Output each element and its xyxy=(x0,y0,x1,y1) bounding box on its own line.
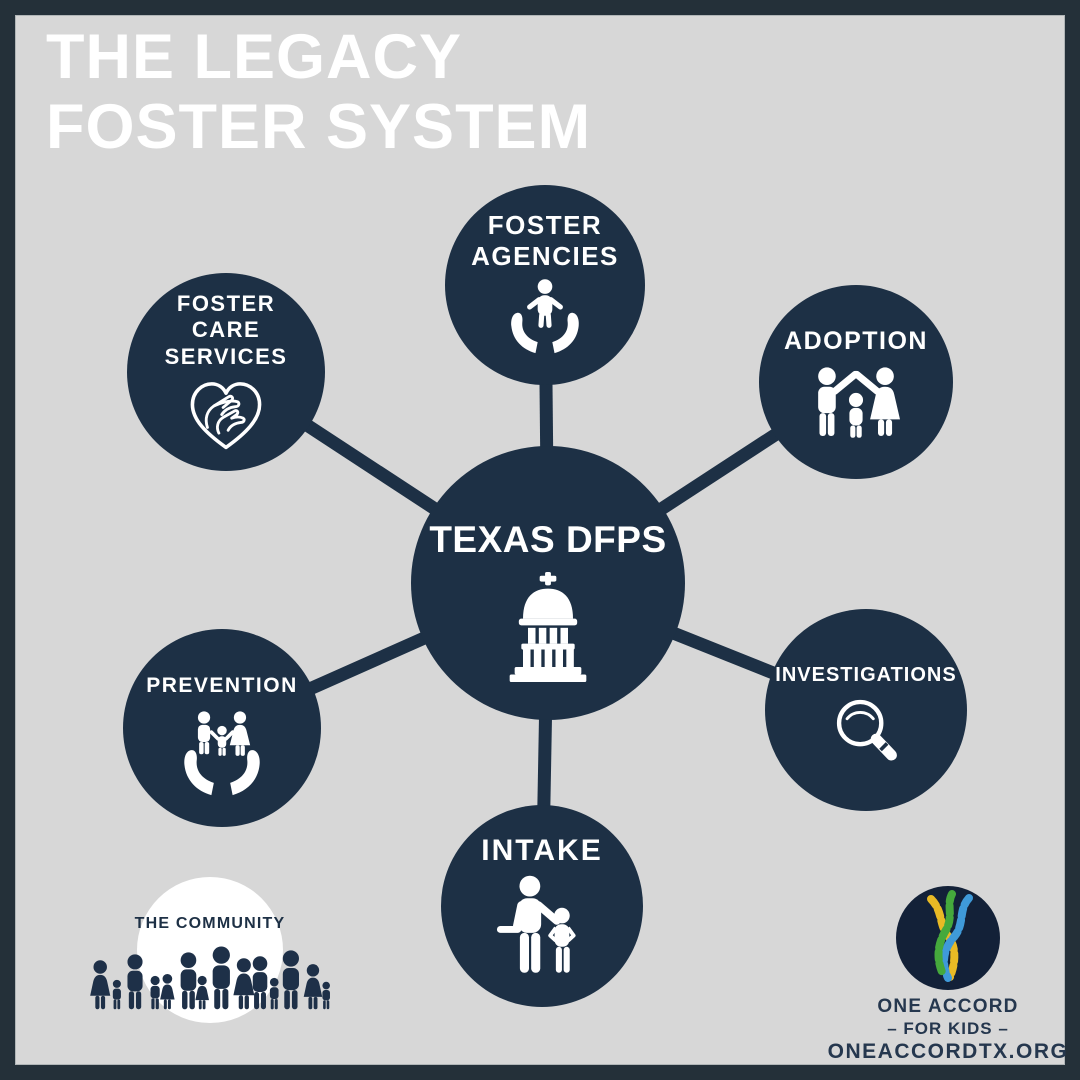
page-title-line1: THE LEGACY xyxy=(46,22,463,92)
node-prevention-label: PREVENTION xyxy=(146,674,298,697)
node-foster-care-services-label: FOSTER CARE SERVICES xyxy=(164,291,288,369)
node-foster-care-services: FOSTER CARE SERVICES xyxy=(127,273,325,471)
node-investigations: INVESTIGATIONS xyxy=(765,609,967,811)
node-intake-label: INTAKE xyxy=(481,834,603,867)
footer-tagline: – FOR KIDS – xyxy=(887,1019,1009,1038)
page-title-line2: FOSTER SYSTEM xyxy=(46,92,592,162)
magnifying-glass-icon xyxy=(836,699,897,761)
page-title: THE LEGACY FOSTER SYSTEM xyxy=(46,22,591,162)
footer-org-name: ONE ACCORD xyxy=(877,996,1019,1017)
hands-holding-child-icon xyxy=(511,279,579,354)
node-adoption: ADOPTION xyxy=(759,285,953,479)
footer-website: ONEACCORDTX.ORG xyxy=(827,1040,1069,1063)
node-intake: INTAKE xyxy=(441,805,643,1007)
node-prevention: PREVENTION xyxy=(123,629,321,827)
node-texas-dfps-label: TEXAS DFPS xyxy=(429,519,667,560)
community-crowd-icon xyxy=(90,946,330,1010)
node-texas-dfps: TEXAS DFPS xyxy=(411,446,685,720)
adoptive-family-icon xyxy=(818,366,900,438)
node-foster-agencies: FOSTER AGENCIES xyxy=(445,185,645,385)
footer-text: ONE ACCORD – FOR KIDS – ONEACCORDTX.ORG xyxy=(818,996,1078,1064)
family-in-hands-icon xyxy=(184,711,260,795)
node-adoption-label: ADOPTION xyxy=(784,327,928,355)
capitol-building-icon xyxy=(509,571,587,682)
node-investigations-label: INVESTIGATIONS xyxy=(775,664,957,686)
heart-in-hands-icon xyxy=(190,382,262,450)
rope-knot-logo xyxy=(896,886,1000,990)
caseworker-with-child-icon xyxy=(496,876,576,974)
node-foster-agencies-label: FOSTER AGENCIES xyxy=(471,210,619,271)
community-label: THE COMMUNITY xyxy=(134,915,286,932)
